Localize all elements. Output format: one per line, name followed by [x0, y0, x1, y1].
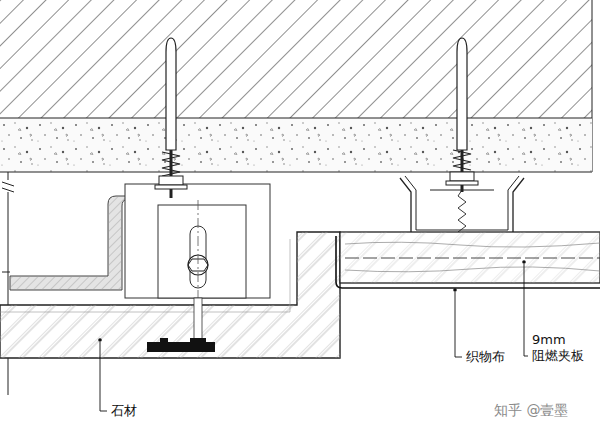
part-label: 织物布 [465, 349, 506, 365]
watermark: 知乎 @壹墨 [493, 402, 569, 418]
part-label: 9mm 阻燃夹板 [531, 332, 595, 364]
part-label: 石材 [110, 403, 138, 419]
